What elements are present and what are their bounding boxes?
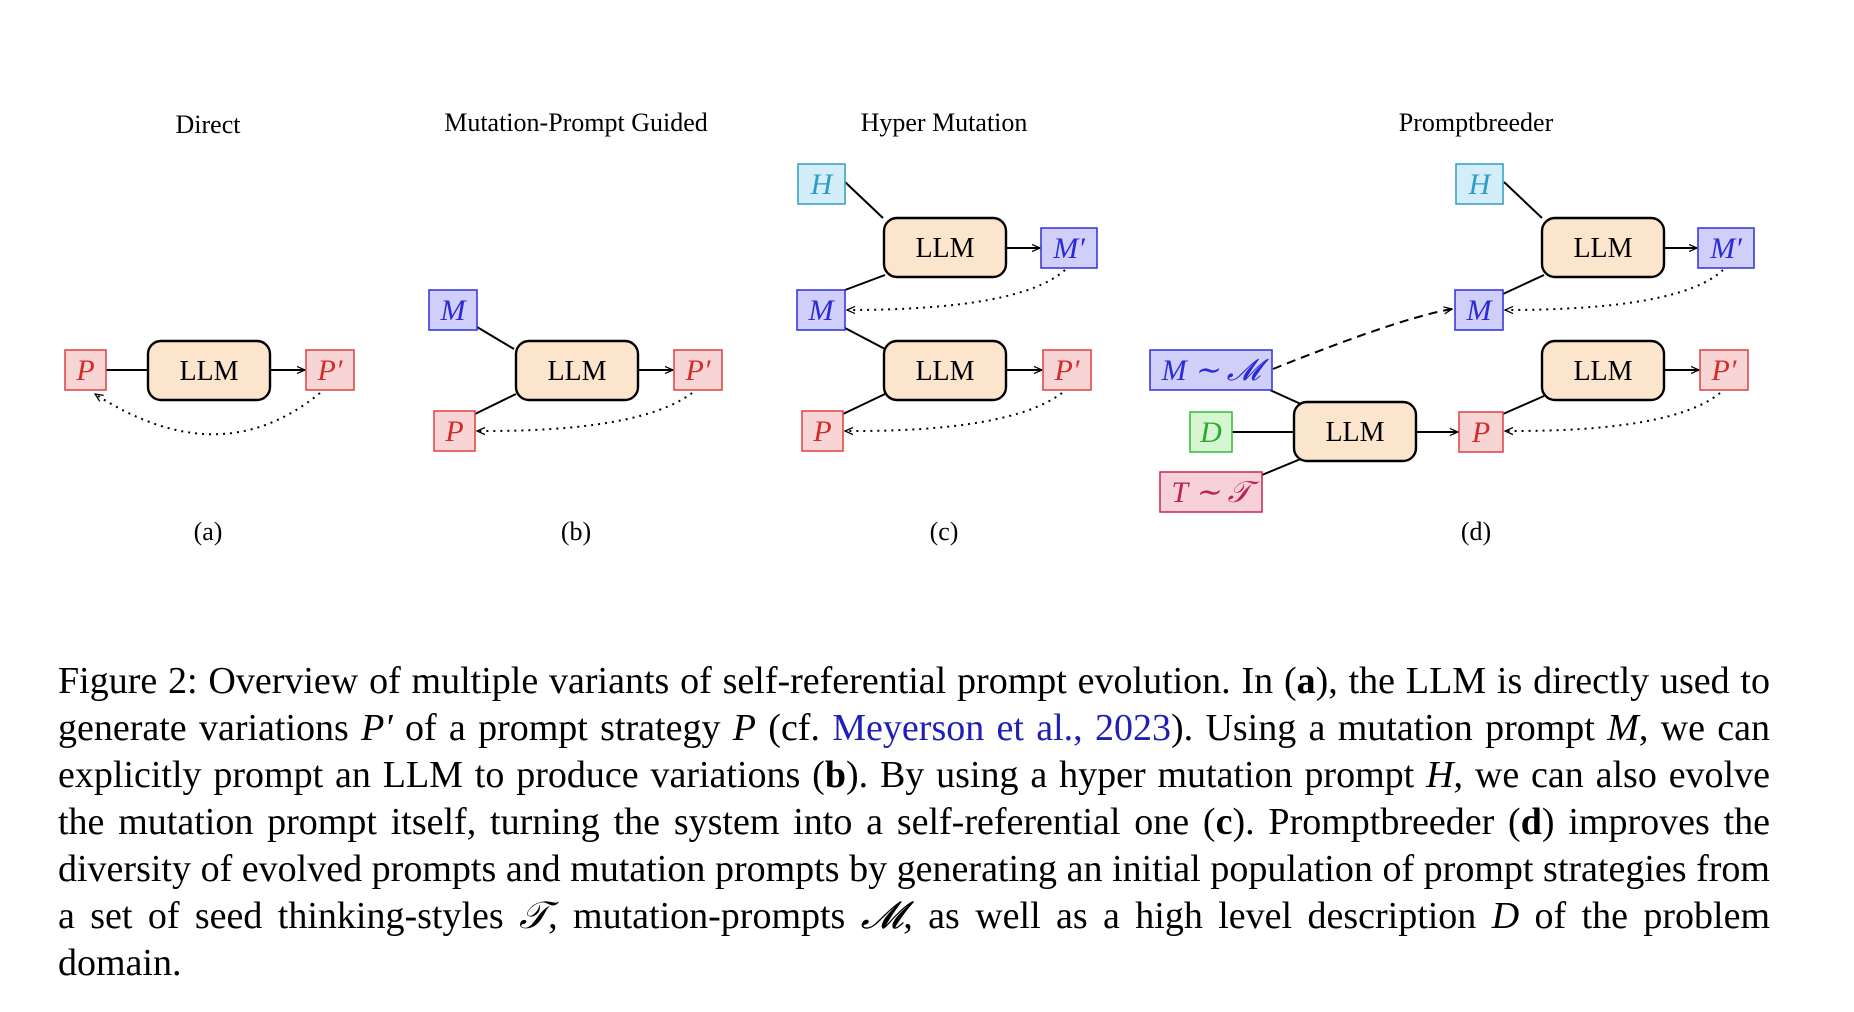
edge-tsample-llm	[1261, 457, 1304, 476]
feedback-mprime-m	[1505, 269, 1724, 310]
node-llm-init: LLM	[1292, 400, 1418, 463]
edge-h-llm-top	[1503, 181, 1543, 219]
node-m: M	[796, 289, 846, 331]
svg-text:T ∼ 𝒯: T ∼ 𝒯	[1171, 476, 1259, 509]
panel-a-title: Direct	[176, 110, 242, 139]
node-m: M	[1454, 289, 1504, 331]
svg-text:P′: P′	[317, 354, 343, 387]
node-h: H	[797, 163, 846, 205]
feedback-mprime-m	[847, 269, 1066, 310]
svg-text:LLM: LLM	[1573, 233, 1632, 264]
svg-text:LLM: LLM	[915, 233, 974, 264]
svg-text:P: P	[75, 354, 94, 387]
svg-text:P: P	[1471, 416, 1490, 449]
svg-text:M ∼ 𝓜: M ∼ 𝓜	[1161, 354, 1270, 387]
dashed-msample-m	[1272, 309, 1452, 370]
edge-m-llm-top	[844, 274, 886, 291]
node-llm: LLM	[514, 339, 640, 402]
panel-c: Hyper Mutation H LLM M′ M LLM	[796, 108, 1098, 546]
node-p-prime: P′	[673, 349, 723, 391]
node-llm-bottom: LLM	[1540, 339, 1666, 402]
svg-text:P′: P′	[1054, 354, 1080, 387]
svg-text:M: M	[1466, 294, 1494, 327]
svg-text:M′: M′	[1709, 232, 1742, 265]
panel-d-title: Promptbreeder	[1399, 108, 1554, 137]
edge-m-llm-bottom	[844, 327, 886, 350]
figure-caption: Figure 2: Overview of multiple variants …	[58, 660, 1771, 984]
panel-b-label: (b)	[561, 517, 591, 546]
edge-h-llm-top	[844, 181, 884, 219]
node-llm-top: LLM	[1540, 216, 1666, 279]
svg-text:LLM: LLM	[179, 356, 238, 387]
panel-d: Promptbreeder H LLM M′ M	[1149, 108, 1755, 546]
node-llm: LLM	[146, 339, 272, 402]
svg-text:M′: M′	[1052, 232, 1085, 265]
svg-text:P′: P′	[1711, 354, 1737, 387]
edge-p-llm-bottom	[1502, 395, 1545, 415]
node-p-prime: P′	[1699, 349, 1749, 391]
node-h: H	[1455, 163, 1504, 205]
svg-text:P: P	[812, 415, 831, 448]
panel-b-title: Mutation-Prompt Guided	[444, 108, 708, 137]
panel-c-label: (c)	[930, 517, 959, 546]
node-p-prime: P′	[1042, 349, 1092, 391]
svg-text:P′: P′	[685, 354, 711, 387]
node-t-sample: T ∼ 𝒯	[1159, 471, 1263, 513]
node-m-prime: M′	[1040, 227, 1098, 269]
panel-b: Mutation-Prompt Guided M LLM P P′ (b)	[428, 108, 723, 546]
panel-d-label: (d)	[1461, 517, 1491, 546]
figure-label: Figure 2:	[58, 660, 198, 702]
node-p: P	[64, 349, 107, 391]
node-m-prime: M′	[1697, 227, 1755, 269]
node-d: D	[1189, 411, 1233, 453]
edge-p-llm-bottom	[842, 393, 886, 415]
node-llm-bottom: LLM	[882, 339, 1008, 402]
svg-text:D: D	[1199, 416, 1222, 449]
panel-a-label: (a)	[194, 517, 223, 546]
node-p-prime: P′	[305, 349, 355, 391]
svg-text:LLM: LLM	[547, 356, 606, 387]
feedback-pprime-p	[477, 392, 693, 431]
svg-text:P: P	[444, 415, 463, 448]
panel-a: Direct P LLM P′ (a)	[64, 110, 355, 546]
node-p: P	[801, 410, 844, 452]
node-m: M	[428, 289, 478, 331]
svg-text:H: H	[1468, 168, 1493, 201]
node-p: P	[433, 410, 476, 452]
figure-diagram: Direct P LLM P′ (a) Mutation-Prompt Guid…	[64, 108, 1755, 546]
svg-text:H: H	[810, 168, 835, 201]
node-p: P	[1458, 411, 1504, 453]
node-m-sample: M ∼ 𝓜	[1149, 349, 1273, 391]
panel-c-title: Hyper Mutation	[861, 108, 1028, 137]
svg-text:LLM: LLM	[1573, 356, 1632, 387]
node-llm-top: LLM	[882, 216, 1008, 279]
citation-link[interactable]: Meyerson et al., 2023	[832, 707, 1171, 749]
edge-p-llm	[474, 393, 517, 415]
edge-m-llm-top	[1502, 274, 1545, 295]
svg-text:LLM: LLM	[1325, 417, 1384, 448]
svg-text:M: M	[808, 294, 836, 327]
svg-text:LLM: LLM	[915, 356, 974, 387]
feedback-pprime-p	[845, 392, 1063, 431]
svg-text:M: M	[440, 294, 468, 327]
edge-m-llm	[476, 326, 515, 350]
